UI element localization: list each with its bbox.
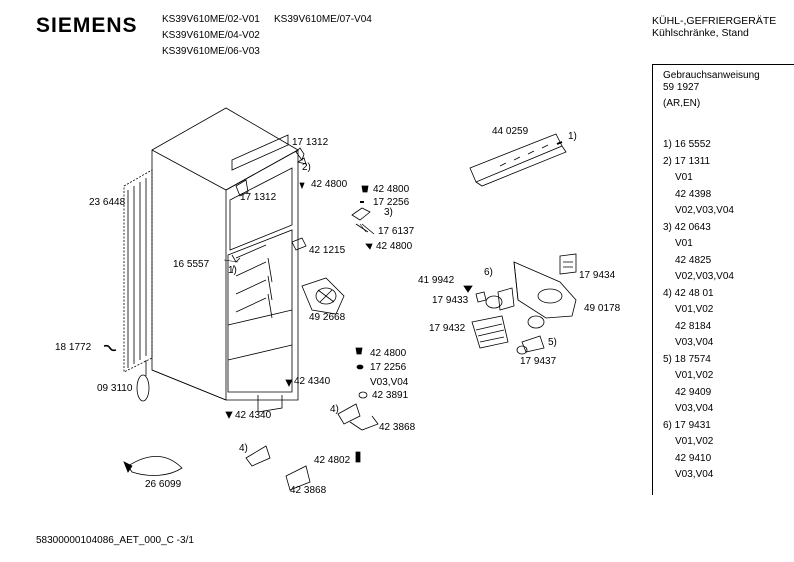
part-number: 49 0178 bbox=[584, 303, 621, 314]
footnote-entry: 6) 17 9431 bbox=[663, 419, 711, 431]
fan-unit bbox=[301, 277, 345, 315]
part-number: 42 3868 bbox=[379, 422, 416, 433]
part-number: 42 3868 bbox=[290, 485, 327, 496]
footnote-entry: 42 4398 bbox=[675, 188, 712, 200]
footnote-entry: V02,V03,V04 bbox=[675, 271, 734, 282]
footnote-entry: 1) 16 5552 bbox=[663, 139, 711, 150]
category-title: KÜHL-,GEFRIERGERÄTE bbox=[652, 15, 777, 27]
part-number: 42 4800 bbox=[370, 348, 407, 359]
part-number: 49 2668 bbox=[309, 312, 346, 323]
top-hinge-parts bbox=[291, 147, 375, 251]
drain-hose bbox=[103, 344, 117, 352]
lamp-housing bbox=[463, 253, 577, 355]
footnote-entry: 3) 42 0643 bbox=[663, 221, 711, 233]
footnote-marker: 6) bbox=[484, 267, 493, 278]
footnote-entry: 42 9410 bbox=[675, 452, 712, 464]
power-cord bbox=[123, 456, 183, 476]
part-number: 09 3110 bbox=[97, 383, 133, 394]
part-number: 42 4340 bbox=[235, 410, 272, 421]
model-number: KS39V610ME/06-V03 bbox=[162, 46, 260, 57]
part-number: 17 2256 bbox=[373, 197, 410, 208]
footnote-entry: V01 bbox=[675, 238, 693, 249]
footnote-marker: 1) bbox=[228, 265, 237, 276]
footnote-entry: 42 4825 bbox=[675, 254, 712, 266]
model-number: KS39V610ME/04-V02 bbox=[162, 30, 260, 41]
part-number: 17 9432 bbox=[429, 323, 466, 334]
brand-logo: SIEMENS bbox=[36, 14, 138, 37]
part-number: 41 9942 bbox=[418, 275, 455, 286]
part-number: 26 6099 bbox=[145, 479, 182, 490]
doc-title: Gebrauchsanweisung bbox=[663, 70, 760, 81]
footnote-entry: V01,V02 bbox=[675, 370, 714, 381]
condenser-coil bbox=[123, 169, 153, 373]
document-code: 58300000104086_AET_000_C -3/1 bbox=[36, 535, 194, 546]
footnote-entry: 4) 42 48 01 bbox=[663, 287, 714, 299]
footnote-marker: 2) bbox=[302, 162, 311, 173]
footnote-entry: V03,V04 bbox=[675, 469, 714, 480]
part-number: 42 4340 bbox=[294, 376, 331, 387]
part-number: 17 9437 bbox=[520, 356, 557, 367]
footnote-marker: 5) bbox=[548, 337, 557, 348]
footnote-entry: 42 9409 bbox=[675, 386, 712, 398]
model-number: KS39V610ME/07-V04 bbox=[274, 14, 372, 25]
exploded-view-drawing bbox=[103, 107, 577, 491]
refrigerator-cabinet bbox=[151, 107, 299, 413]
part-number: 44 0259 bbox=[492, 126, 529, 137]
part-number: 42 4800 bbox=[311, 179, 348, 190]
doc-number: 59 1927 bbox=[663, 82, 700, 93]
part-number: 42 3891 bbox=[372, 390, 409, 401]
footnote-entry: 42 8184 bbox=[675, 320, 712, 332]
part-number: 42 1215 bbox=[309, 245, 346, 256]
footnote-entry: V03,V04 bbox=[675, 337, 714, 348]
part-number: 42 4802 bbox=[314, 455, 351, 466]
part-number: 42 4800 bbox=[373, 184, 410, 195]
model-number: KS39V610ME/02-V01 bbox=[162, 14, 260, 25]
footnote-entry: 2) 17 1311 bbox=[663, 155, 711, 167]
part-number: 17 9433 bbox=[432, 295, 469, 306]
footnote-entry: V01,V02 bbox=[675, 436, 714, 447]
footnote-entry: 5) 18 7574 bbox=[663, 353, 711, 365]
part-number: 42 4800 bbox=[376, 241, 413, 252]
control-panel bbox=[469, 133, 567, 187]
side-panel: Gebrauchsanweisung 59 1927 (AR,EN) 1) 16… bbox=[652, 64, 794, 495]
footnote-marker: 4) bbox=[330, 404, 339, 415]
part-number: 18 1772 bbox=[55, 342, 92, 353]
footnote-marker: 3) bbox=[384, 207, 393, 218]
leader-lines bbox=[223, 223, 367, 273]
category-subtitle: Kühlschränke, Stand bbox=[652, 27, 749, 39]
footnote-entry: V01 bbox=[675, 172, 693, 183]
footnote-entry: V02,V03,V04 bbox=[675, 205, 734, 216]
part-number: 17 9434 bbox=[579, 270, 616, 281]
part-number: 16 5557 bbox=[173, 259, 210, 270]
footnote-marker: 4) bbox=[239, 443, 248, 454]
part-number: 23 6448 bbox=[89, 197, 126, 208]
variant-label: V03,V04 bbox=[370, 377, 409, 388]
footnote-entry: V03,V04 bbox=[675, 403, 714, 414]
compressor bbox=[136, 360, 150, 402]
part-number: 17 2256 bbox=[370, 362, 407, 373]
part-number: 17 6137 bbox=[378, 226, 415, 237]
doc-languages: (AR,EN) bbox=[663, 98, 701, 109]
part-number: 17 1312 bbox=[240, 192, 277, 203]
lower-bracket-parts bbox=[225, 347, 379, 491]
footnote-marker: 1) bbox=[568, 131, 577, 142]
part-number: 17 1312 bbox=[292, 137, 329, 148]
footnote-entry: V01,V02 bbox=[675, 304, 714, 315]
